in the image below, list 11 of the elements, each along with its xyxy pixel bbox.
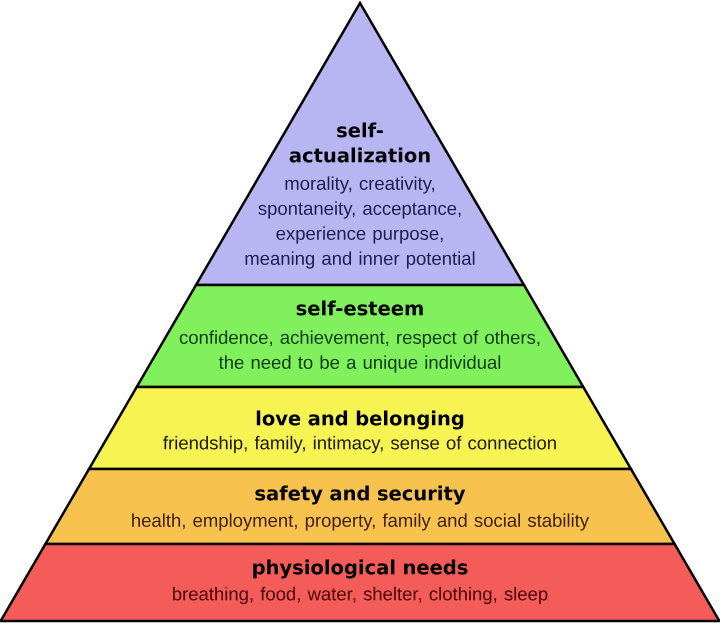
tier-title: safety and security [255,486,466,504]
tier-description: health, employment, property, family and social stability [132,513,590,531]
tier-title: love and belonging [256,410,464,430]
tier-description: morality, creativity, spontaneity, acceptance, experience purpose, meaning and inner potential [246,176,474,269]
tier-title: self-esteem [296,300,423,316]
tier-title: physiological needs [253,560,468,578]
pyramid-tier [0,542,720,622]
tier-description: friendship, family, intimacy, sense of connection [163,436,556,454]
tier-title: self-actualization [290,122,430,163]
tier-description: breathing, food, water, shelter, clothing, sleep [173,586,548,604]
tier-description: confidence, achievement, respect of others, the need to be a unique individual [180,330,540,373]
